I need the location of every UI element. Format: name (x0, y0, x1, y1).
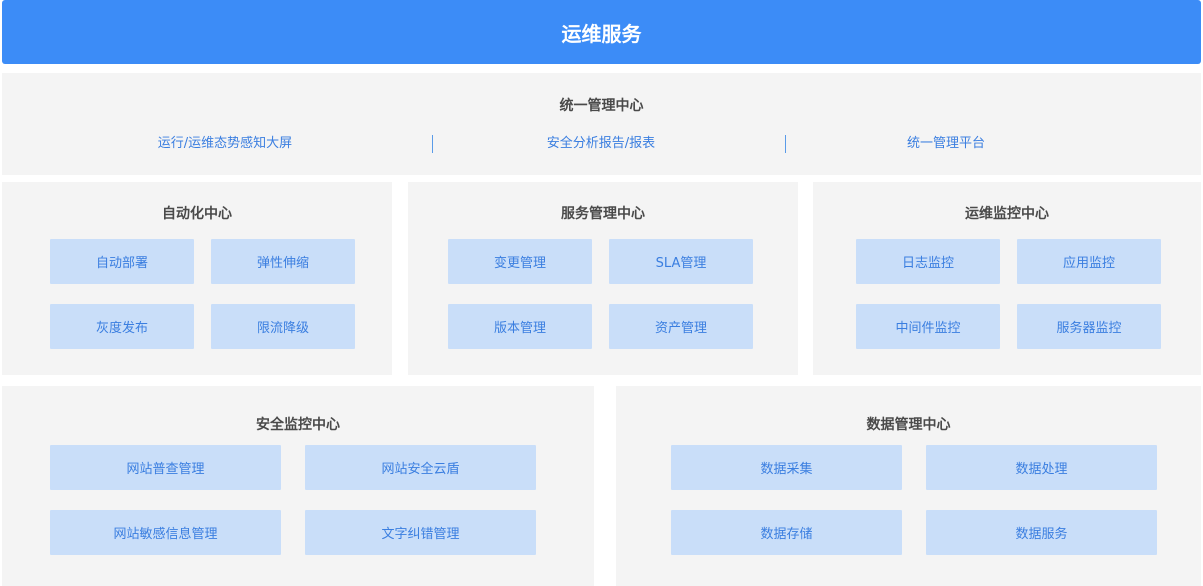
middleware-monitoring-button[interactable]: 中间件监控 (856, 304, 1000, 349)
website-survey-management-button[interactable]: 网站普查管理 (50, 445, 281, 490)
app-monitoring-button[interactable]: 应用监控 (1017, 239, 1161, 284)
ops-monitoring-center-title: 运维监控中心 (965, 206, 1049, 222)
service-management-center-title: 服务管理中心 (561, 206, 645, 222)
link-security-analysis-report[interactable]: 安全分析报告/报表 (546, 136, 656, 151)
unified-management-center-title: 统一管理中心 (559, 98, 644, 114)
server-monitoring-button[interactable]: 服务器监控 (1017, 304, 1161, 349)
data-collection-button[interactable]: 数据采集 (671, 445, 902, 490)
ops-monitoring-center-panel: 运维监控中心 日志监控 应用监控 中间件监控 服务器监控 (813, 182, 1201, 375)
link-separator (785, 135, 786, 153)
gray-release-button[interactable]: 灰度发布 (50, 304, 194, 349)
automation-center-panel: 自动化中心 自动部署 弹性伸缩 灰度发布 限流降级 (2, 182, 392, 375)
log-monitoring-button[interactable]: 日志监控 (856, 239, 1000, 284)
unified-management-center-panel: 统一管理中心 运行/运维态势感知大屏 安全分析报告/报表 统一管理平台 (2, 73, 1201, 175)
sla-management-button[interactable]: SLA管理 (609, 239, 753, 284)
data-service-button[interactable]: 数据服务 (926, 510, 1157, 555)
elastic-scaling-button[interactable]: 弹性伸缩 (211, 239, 355, 284)
link-situational-awareness-screen[interactable]: 运行/运维态势感知大屏 (157, 136, 293, 151)
unified-center-links: 运行/运维态势感知大屏 安全分析报告/报表 统一管理平台 (2, 134, 1201, 154)
rate-limit-degrade-button[interactable]: 限流降级 (211, 304, 355, 349)
security-monitoring-center-panel: 安全监控中心 网站普查管理 网站安全云盾 网站敏感信息管理 文字纠错管理 (2, 386, 594, 586)
automation-center-title: 自动化中心 (162, 206, 232, 222)
change-management-button[interactable]: 变更管理 (448, 239, 592, 284)
security-monitoring-center-title: 安全监控中心 (256, 417, 340, 433)
sensitive-info-management-button[interactable]: 网站敏感信息管理 (50, 510, 281, 555)
data-storage-button[interactable]: 数据存储 (671, 510, 902, 555)
website-security-shield-button[interactable]: 网站安全云盾 (305, 445, 536, 490)
link-separator (432, 135, 433, 153)
version-management-button[interactable]: 版本管理 (448, 304, 592, 349)
service-management-center-panel: 服务管理中心 变更管理 SLA管理 版本管理 资产管理 (408, 182, 798, 375)
text-correction-management-button[interactable]: 文字纠错管理 (305, 510, 536, 555)
auto-deploy-button[interactable]: 自动部署 (50, 239, 194, 284)
asset-management-button[interactable]: 资产管理 (609, 304, 753, 349)
link-unified-management-platform[interactable]: 统一管理平台 (906, 136, 986, 151)
data-processing-button[interactable]: 数据处理 (926, 445, 1157, 490)
data-management-center-panel: 数据管理中心 数据采集 数据处理 数据存储 数据服务 (616, 386, 1201, 586)
data-management-center-title: 数据管理中心 (866, 417, 951, 433)
page-title: 运维服务 (2, 0, 1201, 64)
